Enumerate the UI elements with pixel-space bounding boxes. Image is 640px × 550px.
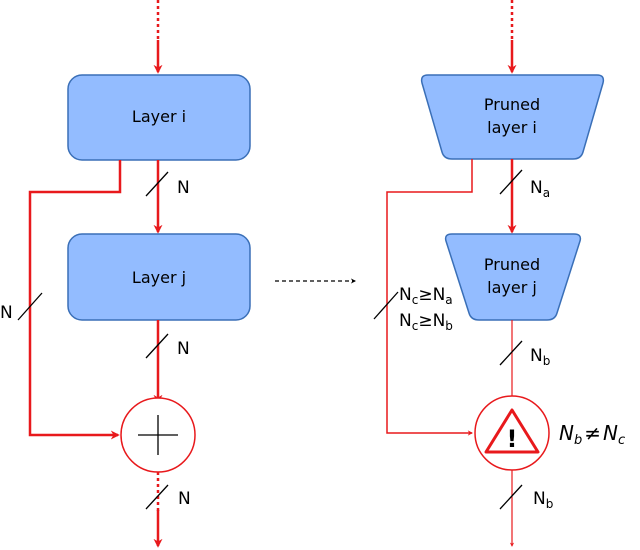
right-slash-b	[499, 340, 523, 366]
right-diagram: Pruned layer i Na Pruned layer j Nb Nc≥N…	[373, 0, 625, 547]
left-label-top: N	[177, 178, 190, 198]
warning-icon: !	[484, 408, 540, 454]
right-slash-a	[499, 169, 523, 195]
pruned-layer-i-line1: Pruned	[484, 95, 540, 114]
pruned-layer-i-line2: layer i	[487, 118, 537, 137]
left-label-bottom: N	[178, 489, 191, 509]
right-mismatch-label: Nb≠Nc	[559, 421, 625, 448]
right-skip-cond1: Nc≥Na	[399, 285, 453, 307]
pruned-layer-j-shape	[444, 233, 582, 321]
left-label-skip: N	[0, 303, 13, 323]
left-slash-skip	[17, 292, 43, 321]
warning-glyph: !	[507, 425, 518, 453]
left-slash-mid	[145, 333, 169, 359]
right-slash-skip	[373, 291, 399, 320]
left-slash-bottom	[145, 484, 169, 510]
right-slash-b-out	[499, 484, 523, 510]
right-skip-cond2: Nc≥Nb	[399, 311, 453, 333]
left-slash-top	[145, 171, 169, 197]
right-skip-connection	[386, 159, 474, 436]
right-label-b: Nb	[530, 346, 550, 368]
pruned-layer-i-shape	[420, 74, 605, 160]
right-label-a: Na	[530, 178, 550, 200]
left-diagram: Layer i N Layer j N N N	[0, 0, 251, 548]
pruned-layer-j-line2: layer j	[487, 278, 537, 297]
left-skip-connection	[28, 160, 122, 440]
plus-icon	[138, 415, 178, 455]
right-label-b-out: Nb	[533, 489, 553, 511]
pruned-layer-j-line1: Pruned	[484, 255, 540, 274]
left-label-mid: N	[177, 339, 190, 359]
layer-i-label: Layer i	[132, 107, 186, 126]
layer-j-label: Layer j	[132, 268, 186, 287]
